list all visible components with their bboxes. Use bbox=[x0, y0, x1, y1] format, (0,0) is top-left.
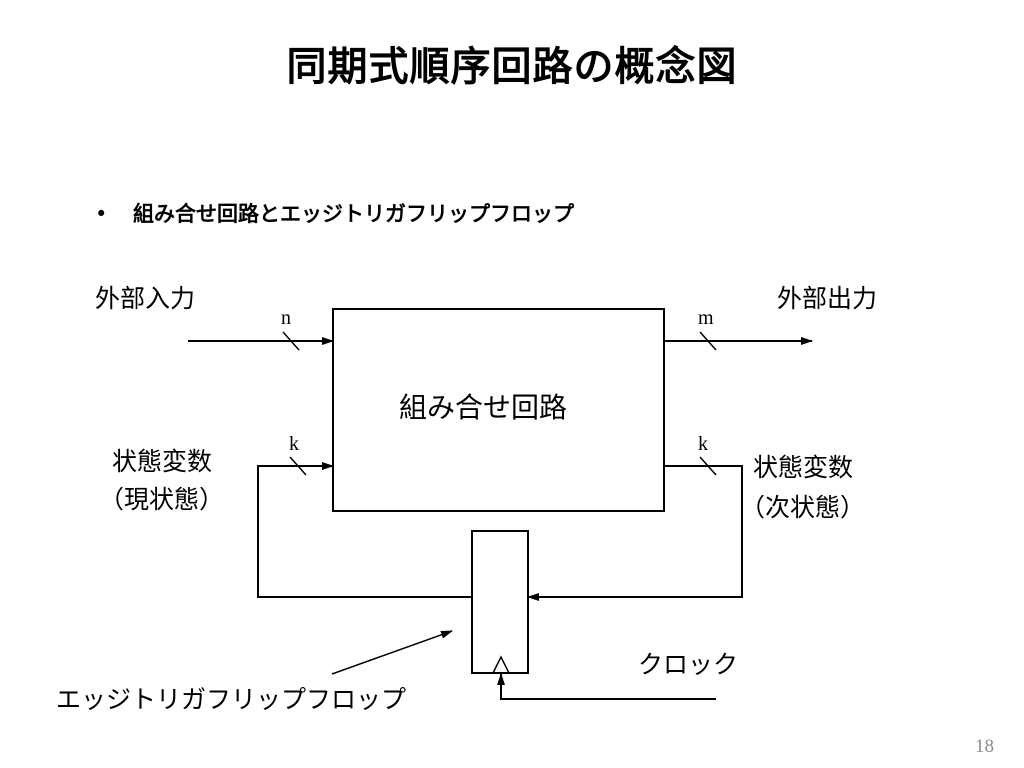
page-number: 18 bbox=[975, 736, 994, 757]
current-state-bus-slash bbox=[289, 456, 307, 476]
next-state-wire bbox=[527, 465, 743, 601]
output-bus-slash bbox=[699, 331, 717, 351]
next-state-label-line2: （次状態） bbox=[740, 493, 866, 522]
flip-flop-label: エッジトリガフリップフロップ bbox=[56, 685, 407, 714]
clock-wire bbox=[497, 673, 716, 700]
state-out-width-label: k bbox=[698, 433, 708, 455]
next-state-label-line1: 状態変数 bbox=[753, 453, 854, 482]
external-input-label: 外部入力 bbox=[95, 284, 196, 313]
state-in-width-label: k bbox=[289, 433, 299, 455]
external-output-label: 外部出力 bbox=[777, 284, 878, 313]
bullet-item: • 組み合せ回路とエッジトリガフリップフロップ bbox=[95, 198, 574, 228]
combinational-circuit-box bbox=[332, 308, 665, 512]
bullet-text: 組み合せ回路とエッジトリガフリップフロップ bbox=[133, 202, 574, 226]
flip-flop-pointer-arrow bbox=[331, 630, 453, 675]
current-state-label-line2: （現状態） bbox=[99, 485, 225, 514]
next-state-bus-slash bbox=[699, 456, 717, 476]
bullet-icon: • bbox=[95, 202, 108, 226]
clock-edge-triangle-icon bbox=[492, 655, 510, 674]
current-state-wire bbox=[257, 462, 472, 598]
flip-flop-box bbox=[471, 530, 529, 674]
slide-title: 同期式順序回路の概念図 bbox=[286, 44, 738, 90]
input-bus-slash bbox=[282, 331, 300, 351]
current-state-label-line1: 状態変数 bbox=[112, 447, 213, 476]
combinational-circuit-label: 組み合せ回路 bbox=[399, 391, 568, 424]
clock-label: クロック bbox=[638, 650, 739, 679]
input-width-label: n bbox=[281, 307, 291, 329]
output-width-label: m bbox=[698, 307, 714, 329]
